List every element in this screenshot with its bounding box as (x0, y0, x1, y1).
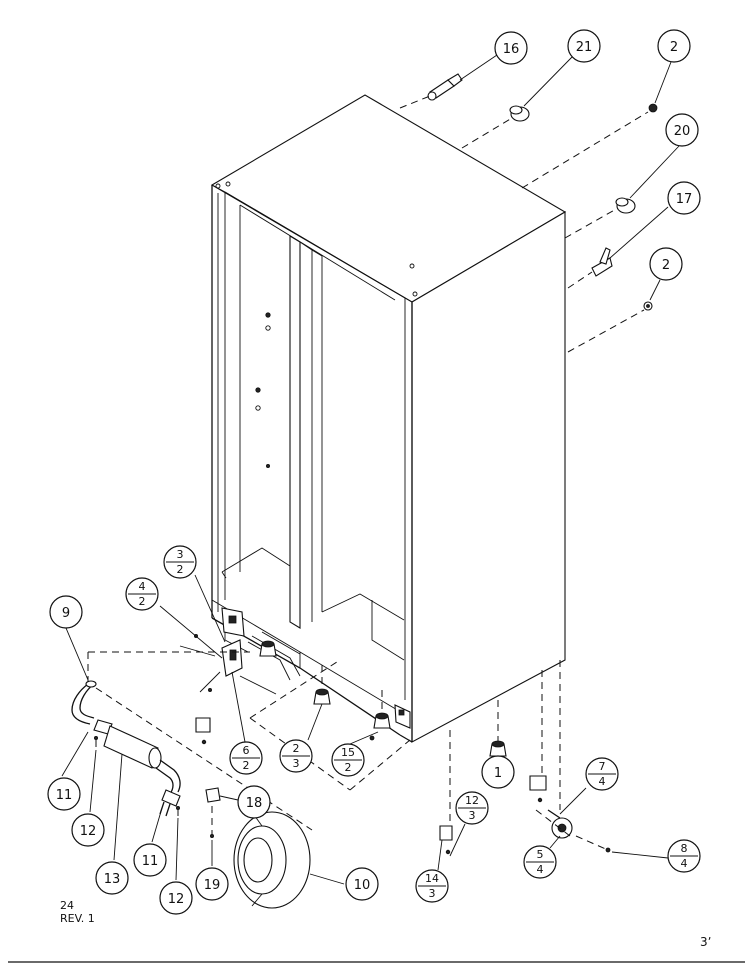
callout-9-number: 9 (62, 606, 70, 621)
roller-5-4 (535, 809, 611, 853)
callout-7-4-top: 7 (599, 760, 606, 773)
callout-2-bottom: 2 (649, 247, 683, 281)
callout-6-2: 6 2 (229, 741, 263, 775)
callout-6-2-bottom: 2 (243, 759, 250, 772)
callout-18: 18 (237, 785, 271, 819)
callout-11-right-number: 11 (142, 854, 159, 869)
callout-2-top-number: 2 (670, 40, 678, 55)
hinge-bracket-rear (529, 775, 547, 803)
callout-12-left: 12 (71, 813, 105, 847)
callout-3-2: 3 2 (163, 545, 197, 579)
revision-label: REV. 1 (60, 912, 95, 925)
callout-7-4: 7 4 (585, 757, 619, 791)
leader-lines (61, 54, 680, 885)
callout-4-2-top: 4 (139, 580, 146, 593)
callout-1-number: 1 (494, 766, 502, 781)
callout-11-right: 11 (133, 843, 167, 877)
callout-6-2-top: 6 (243, 744, 250, 757)
screw-2-bottom (643, 301, 653, 311)
callout-4-2-bottom: 2 (139, 595, 146, 608)
callout-15-2-bottom: 2 (345, 761, 352, 774)
callout-19: 19 (195, 867, 229, 901)
callout-5-4: 5 4 (523, 845, 557, 879)
callout-4-2: 4 2 (125, 577, 159, 611)
callout-3-2-bottom: 2 (177, 563, 184, 576)
callout-12-3-top: 12 (465, 794, 479, 807)
leveling-leg-1 (489, 740, 507, 757)
callout-7-4-bottom: 4 (599, 775, 606, 788)
callout-16: 16 (494, 31, 528, 65)
callout-9: 9 (49, 595, 83, 629)
screw-2-top (648, 103, 658, 113)
callout-12-3-bottom: 3 (469, 809, 476, 822)
callout-14-3-bottom: 3 (429, 887, 436, 900)
bracket-14-3 (439, 730, 453, 855)
callout-14-3-top: 14 (425, 872, 439, 885)
drain-tube-assembly-13 (71, 680, 181, 817)
callout-12-3: 12 3 (455, 791, 489, 825)
callout-17-number: 17 (676, 192, 693, 207)
callout-12-right-number: 12 (168, 892, 185, 907)
callout-2-bottom-number: 2 (662, 258, 670, 273)
leveling-leg-2-3 (313, 665, 331, 705)
water-valve-fitting-16 (427, 73, 463, 101)
callout-8-4: 8 4 (667, 839, 701, 873)
callout-14-3: 14 3 (415, 869, 449, 903)
callout-20: 20 (665, 113, 699, 147)
page-number: 24 (60, 899, 74, 912)
control-valve-assembly (179, 631, 301, 695)
callout-8-4-top: 8 (681, 842, 688, 855)
bushing-20 (615, 197, 636, 214)
callout-2-top: 2 (657, 29, 691, 63)
callout-17: 17 (667, 181, 701, 215)
callout-16-number: 16 (503, 42, 520, 57)
callout-5-4-bottom: 4 (537, 863, 544, 876)
bracket-17 (591, 247, 613, 277)
bushing-21 (509, 105, 530, 122)
leveling-leg-15-2 (369, 690, 391, 741)
callout-13-number: 13 (104, 872, 121, 887)
callout-8-4-bottom: 4 (681, 857, 688, 870)
callout-21-number: 21 (576, 40, 593, 55)
callout-10: 10 (345, 867, 379, 901)
callout-5-4-top: 5 (537, 848, 544, 861)
callout-15-2-top: 15 (341, 746, 355, 759)
callout-2-3-top: 2 (293, 742, 300, 755)
callout-2-3-bottom: 3 (293, 757, 300, 770)
callout-12-right: 12 (159, 881, 193, 915)
callout-11-left: 11 (47, 777, 81, 811)
callout-15-2: 15 2 (331, 743, 365, 777)
clip-18 (205, 787, 221, 839)
callout-10-number: 10 (354, 878, 371, 893)
screw-bracket-left (195, 717, 211, 745)
callout-12-left-number: 12 (80, 824, 97, 839)
callout-1: 1 (481, 755, 515, 789)
callout-20-number: 20 (674, 124, 691, 139)
callout-18-number: 18 (246, 796, 263, 811)
callout-19-number: 19 (204, 878, 221, 893)
callout-2-3: 2 3 (279, 739, 313, 773)
callout-3-2-top: 3 (177, 548, 184, 561)
insulation-ring-10 (233, 811, 311, 909)
callout-21: 21 (567, 29, 601, 63)
refrigerator-cabinet (210, 94, 567, 810)
corner-mark: 3ʼ (700, 935, 711, 949)
callout-13: 13 (95, 861, 129, 895)
callout-11-left-number: 11 (56, 788, 73, 803)
